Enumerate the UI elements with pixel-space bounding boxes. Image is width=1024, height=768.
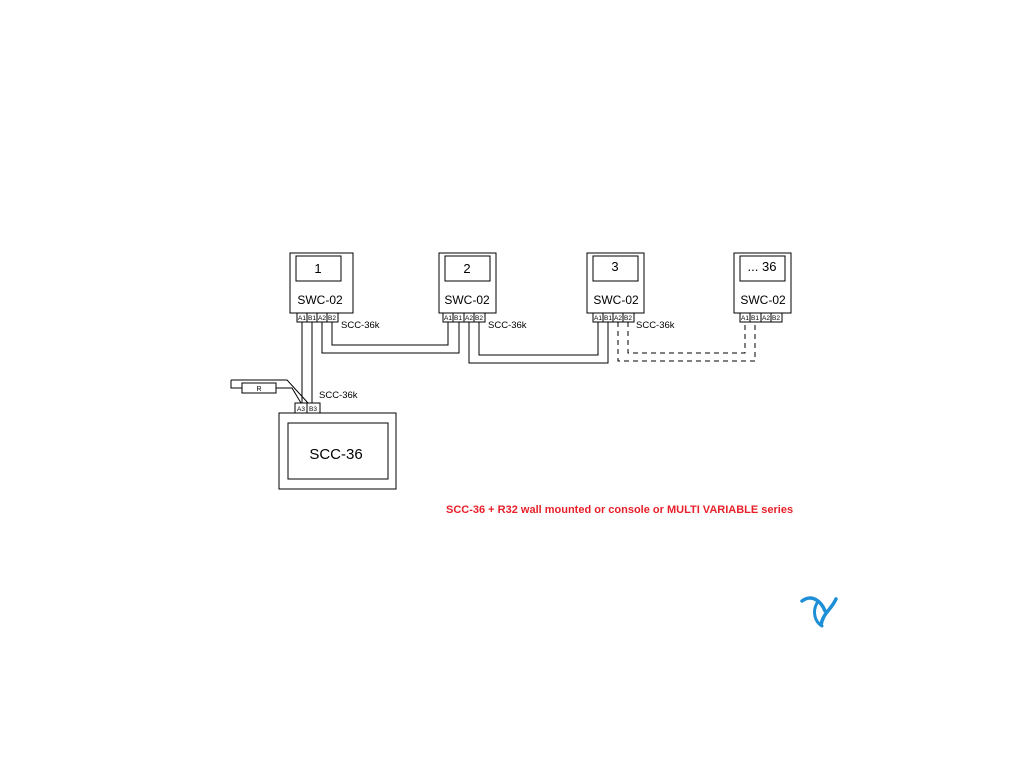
controller-36-number: ... 36 [748,259,777,274]
resistor-label: R [256,386,261,393]
controller-3: 3 SWC-02 A1 B1 A2 B2 [586,252,645,323]
controller-36: ... 36 SWC-02 A1 B1 A2 B2 [733,252,792,323]
controller-1-number: 1 [314,261,321,276]
main-unit-display [287,422,389,480]
controller-1-display [295,255,342,282]
controller-2-display [444,255,491,282]
terminal-label: B1 [454,315,462,322]
terminal-label: A1 [444,315,452,322]
terminal-label: A2 [762,315,770,322]
controller-2-model: SWC-02 [444,293,490,307]
controller-3-number: 3 [611,259,618,274]
controller-3-model: SWC-02 [593,293,639,307]
diagram-caption: SCC-36 + R32 wall mounted or console or … [446,504,794,516]
terminal-label: B1 [604,315,612,322]
cable-label-2-3: SCC-36k [488,320,527,331]
terminal-label: B2 [624,315,632,322]
cable-1-to-2 [321,322,460,354]
cable-main [301,322,313,403]
terminal-label: B3 [309,406,317,413]
terminal-label: B2 [328,315,336,322]
terminal-label: A3 [297,406,305,413]
main-unit: A3 B3 SCC-36 [278,402,397,490]
terminal-label: A2 [465,315,473,322]
main-unit-title: SCC-36 [309,446,362,463]
cable-2-to-3 [468,322,609,364]
resistor-branch: R [230,379,309,404]
controller-36-display [739,255,786,282]
terminal-label: B1 [751,315,759,322]
terminal-label: A1 [298,315,306,322]
terminal-label: B1 [308,315,316,322]
controller-2: 2 SWC-02 A1 B1 A2 B2 [438,252,497,323]
cable-label-1-2: SCC-36k [341,320,380,331]
cable-label-main: SCC-36k [319,390,358,401]
terminal-label: A1 [594,315,602,322]
terminal-label: A1 [741,315,749,322]
terminal-label: B2 [475,315,483,322]
terminal-label: A2 [318,315,326,322]
controller-1-model: SWC-02 [297,293,343,307]
terminal-label: A2 [614,315,622,322]
terminal-label: B2 [772,315,780,322]
controller-36-model: SWC-02 [740,293,786,307]
controller-2-number: 2 [463,261,470,276]
company-logo-icon [800,596,838,628]
cable-label-3-36: SCC-36k [636,320,675,331]
cable-3-to-36 [617,322,756,362]
controller-3-display [592,255,639,282]
controller-1: 1 SWC-02 A1 B1 A2 B2 [289,252,354,323]
resistor [241,382,277,394]
